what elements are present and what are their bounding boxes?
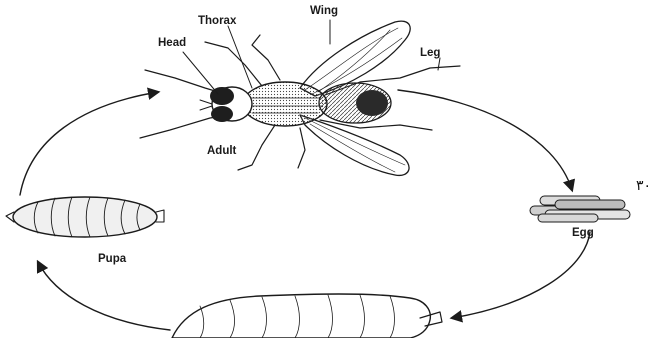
label-pupa: Pupa [98,253,127,265]
pointer-lines [183,20,440,94]
egg [555,200,625,209]
fly-eye-lower [211,106,233,122]
label-leg: Leg [420,47,440,59]
fly-wing-lower [300,115,409,175]
leg-pointer [438,58,440,70]
arrow-egg-to-larva [452,232,590,318]
arrow-pupa-to-adult [20,92,158,195]
label-egg: Egg [572,227,594,239]
label-wing: Wing [310,5,338,17]
pupa-illustration [6,197,164,237]
label-thorax: Thorax [198,15,237,27]
egg-cluster-illustration [530,196,630,222]
page-number: ۳۰ [636,178,651,194]
thorax-pointer [228,26,252,88]
head-pointer [183,52,218,94]
adult-fly-illustration [140,21,460,175]
fly-eye-upper [210,87,234,105]
label-adult: Adult [207,145,237,157]
arrow-larva-to-pupa [38,262,170,330]
egg [538,214,598,222]
label-head: Head [158,37,186,49]
larva-illustration [172,294,442,338]
fly-thorax [243,82,327,126]
arrow-adult-to-egg [398,90,572,190]
